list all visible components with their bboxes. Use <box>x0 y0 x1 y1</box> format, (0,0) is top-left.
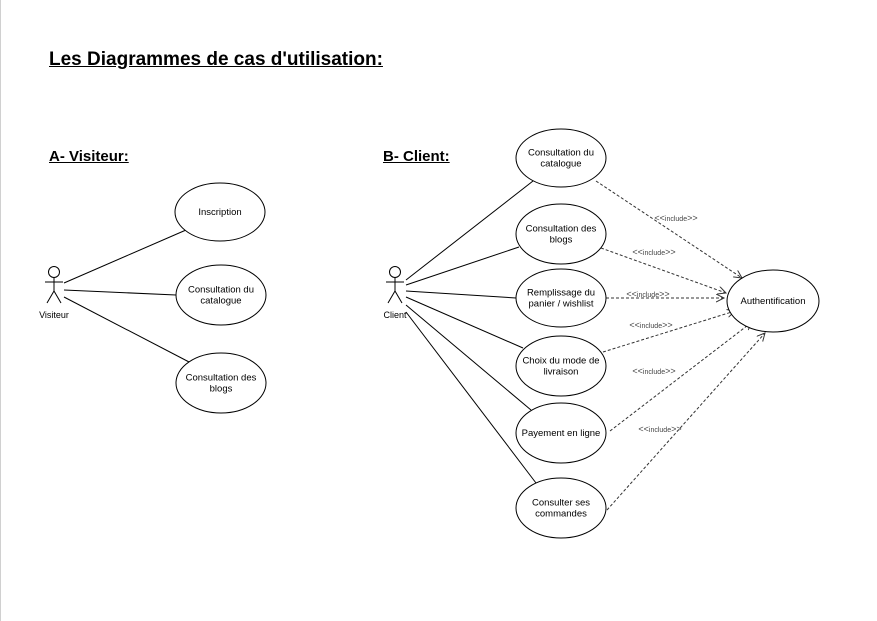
use-case-label: catalogue <box>540 159 581 170</box>
use-case-ellipse <box>174 182 266 242</box>
use-case-label: blogs <box>210 384 233 395</box>
use-case-ellipse <box>726 269 820 333</box>
include-label: <<include>> <box>632 366 675 376</box>
actor-head <box>48 266 60 278</box>
use-case-label: Payement en ligne <box>522 428 601 439</box>
use-case-ellipse <box>515 402 607 464</box>
actor-leg-right <box>394 290 403 304</box>
actor-visiteur: Visiteur <box>39 266 69 320</box>
actor-leg-left <box>46 290 55 304</box>
use-case-authentification: Authentification <box>726 269 820 333</box>
actors: Visiteur Client <box>39 266 407 320</box>
actor-label: Client <box>383 310 407 320</box>
use-case-ellipse <box>175 264 267 326</box>
include-arrow <box>602 311 735 353</box>
association-line <box>63 229 187 284</box>
use-case-ellipse <box>515 335 607 397</box>
include-arrow <box>600 247 726 293</box>
include-label: <<include>> <box>638 424 681 434</box>
use-case-label: Consultation des <box>186 373 257 384</box>
actor-leg-right <box>53 290 62 304</box>
include-arrow <box>606 333 765 511</box>
association-lines <box>63 180 537 484</box>
section-heading-client: B- Client: <box>383 148 450 165</box>
use-case-label: Consulter ses <box>532 498 590 509</box>
use-case-ellipse <box>515 128 607 188</box>
include-label: <<include>> <box>629 320 672 330</box>
association-line <box>405 304 532 411</box>
use-case-label: Choix du mode de <box>522 356 599 367</box>
include-arrow <box>595 180 742 278</box>
include-arrow <box>609 322 752 432</box>
association-line <box>63 289 177 296</box>
use-case-ellipse <box>515 477 607 539</box>
use-case-label: commandes <box>535 509 587 520</box>
use-case-ellipse <box>175 352 267 414</box>
actor-client: Client <box>383 266 407 320</box>
page-title: Les Diagrammes de cas d'utilisation: <box>49 49 383 70</box>
use-case-label: Consultation du <box>188 285 254 296</box>
use-case-label: catalogue <box>200 296 241 307</box>
use-case-label: Consultation du <box>528 148 594 159</box>
use-case-label: livraison <box>544 367 579 378</box>
actor-head <box>389 266 401 278</box>
include-relations: <<include>> <<include>> <<include>> <<inclu… <box>595 180 765 511</box>
include-label: <<include>> <box>654 213 697 223</box>
client-use-case-5: Payement en ligne <box>515 402 607 464</box>
association-line <box>405 290 517 299</box>
use-case-label: Consultation des <box>526 224 597 235</box>
visiteur-use-case-1: Inscription <box>174 182 266 242</box>
association-line <box>405 296 524 349</box>
use-case-label: panier / wishlist <box>529 299 594 310</box>
page-left-border <box>0 0 1 621</box>
actor-leg-left <box>387 290 396 304</box>
association-line <box>63 296 192 364</box>
include-label: <<include>> <box>626 289 669 299</box>
use-case-label: Authentification <box>741 296 806 307</box>
include-label: <<include>> <box>632 247 675 257</box>
actor-label: Visiteur <box>39 310 69 320</box>
section-heading-visiteur: A- Visiteur: <box>49 148 129 165</box>
use-case-label: Remplissage du <box>527 288 595 299</box>
association-line <box>405 180 534 281</box>
use-case-ellipse <box>515 268 607 328</box>
use-case-label: Inscription <box>198 207 241 218</box>
association-line <box>405 246 520 286</box>
association-line <box>405 311 537 484</box>
use-case-label: blogs <box>550 235 573 246</box>
use-case-ellipse <box>515 203 607 265</box>
